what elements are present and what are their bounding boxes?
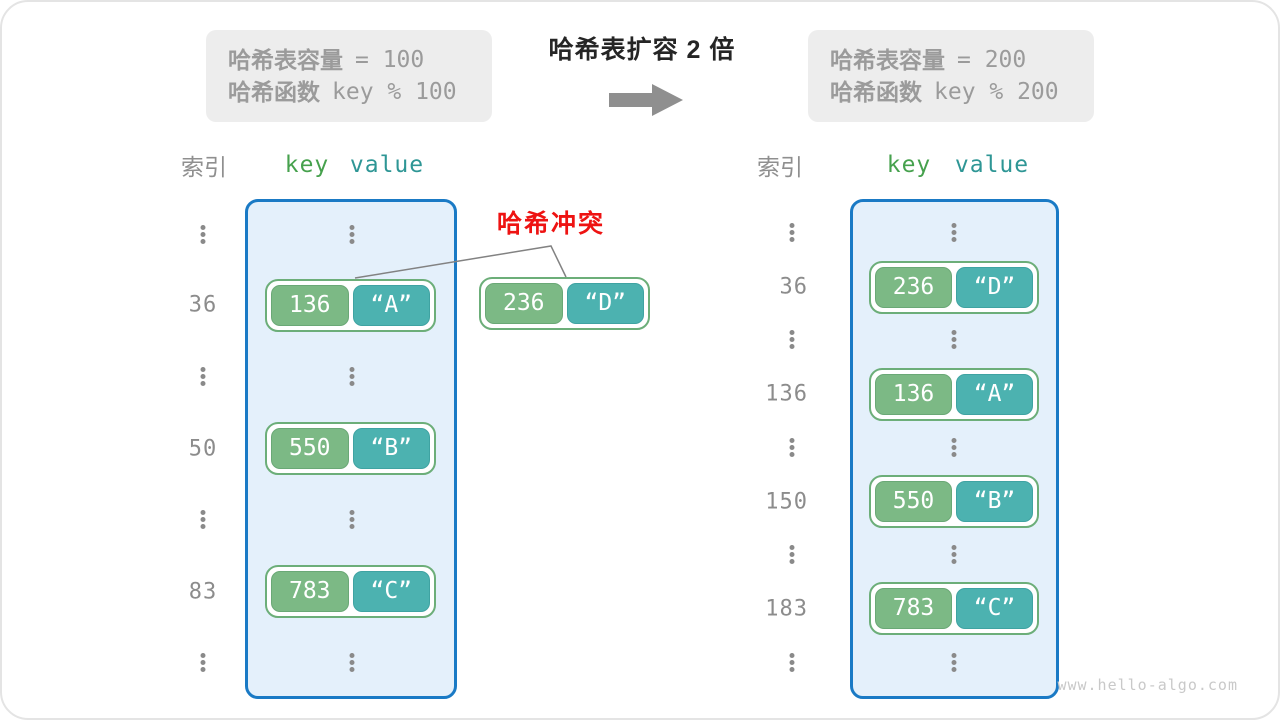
value-box: “B” bbox=[352, 428, 430, 469]
right-index-36: 36 bbox=[779, 274, 808, 300]
right-table-ellipsis bbox=[951, 545, 957, 550]
key-box: 136 bbox=[875, 374, 952, 415]
key-box: 136 bbox=[271, 285, 349, 326]
right-pair-236-D: 236 “D” bbox=[869, 261, 1039, 314]
value-box: “C” bbox=[352, 571, 430, 612]
right-index-ellipsis bbox=[789, 330, 795, 335]
left-header-index: 索引 bbox=[181, 154, 227, 180]
right-pair-136-A: 136 “A” bbox=[869, 368, 1039, 421]
right-table-ellipsis bbox=[951, 223, 957, 228]
right-header-value: value bbox=[954, 152, 1030, 178]
right-index-ellipsis bbox=[789, 223, 795, 228]
caption-left-function-value: key % 100 bbox=[332, 78, 457, 105]
left-header-value: value bbox=[349, 152, 425, 178]
caption-right-capacity-label: 哈希表容量 bbox=[830, 46, 945, 73]
caption-left-capacity-label: 哈希表容量 bbox=[228, 46, 343, 73]
left-header-key: key bbox=[284, 152, 330, 178]
left-table-ellipsis bbox=[349, 225, 355, 230]
right-index-ellipsis bbox=[789, 545, 795, 550]
key-box: 236 bbox=[485, 283, 563, 324]
caption-left-line1: 哈希表容量 = 100 bbox=[228, 46, 492, 73]
key-box: 550 bbox=[271, 428, 349, 469]
caption-left-capacity-value: = 100 bbox=[355, 46, 425, 73]
value-box: “B” bbox=[956, 481, 1033, 522]
left-table-ellipsis bbox=[349, 653, 355, 658]
right-table-ellipsis bbox=[951, 653, 957, 658]
value-box: “D” bbox=[566, 283, 644, 324]
left-pair-550-B: 550 “B” bbox=[265, 422, 436, 475]
left-index-ellipsis bbox=[200, 367, 206, 372]
caption-right-line1: 哈希表容量 = 200 bbox=[830, 46, 1094, 73]
left-index-83: 83 bbox=[188, 579, 218, 605]
caption-left-function-label: 哈希函数 bbox=[228, 78, 320, 105]
left-index-ellipsis bbox=[200, 225, 206, 230]
caption-box-right: 哈希表容量 = 200 哈希函数 key % 200 bbox=[808, 30, 1094, 122]
left-index-ellipsis bbox=[200, 653, 206, 658]
right-index-ellipsis bbox=[789, 653, 795, 658]
watermark: www.hello-algo.com bbox=[1057, 676, 1238, 694]
collision-label: 哈希冲突 bbox=[496, 210, 606, 238]
left-table-ellipsis bbox=[349, 510, 355, 515]
caption-right-function-label: 哈希函数 bbox=[830, 78, 922, 105]
left-pair-783-C: 783 “C” bbox=[265, 565, 436, 618]
right-table-ellipsis bbox=[951, 438, 957, 443]
collision-pair-236-D: 236 “D” bbox=[479, 277, 650, 330]
right-index-ellipsis bbox=[789, 438, 795, 443]
key-box: 236 bbox=[875, 267, 952, 308]
left-pair-136-A: 136 “A” bbox=[265, 279, 436, 332]
key-box: 783 bbox=[875, 588, 952, 629]
left-table-ellipsis bbox=[349, 367, 355, 372]
right-header-key: key bbox=[886, 152, 932, 178]
value-box: “A” bbox=[956, 374, 1033, 415]
key-box: 550 bbox=[875, 481, 952, 522]
right-index-183: 183 bbox=[765, 596, 808, 622]
right-index-150: 150 bbox=[765, 489, 808, 515]
right-index-136: 136 bbox=[765, 381, 808, 407]
value-box: “A” bbox=[352, 285, 430, 326]
right-pair-550-B: 550 “B” bbox=[869, 475, 1039, 528]
left-index-36: 36 bbox=[188, 292, 218, 318]
right-header-index: 索引 bbox=[757, 154, 803, 180]
caption-left-line2: 哈希函数 key % 100 bbox=[228, 78, 492, 105]
left-index-ellipsis bbox=[200, 510, 206, 515]
value-box: “D” bbox=[956, 267, 1033, 308]
right-pair-783-C: 783 “C” bbox=[869, 582, 1039, 635]
caption-right-capacity-value: = 200 bbox=[957, 46, 1027, 73]
caption-right-function-value: key % 200 bbox=[934, 78, 1059, 105]
caption-box-left: 哈希表容量 = 100 哈希函数 key % 100 bbox=[206, 30, 492, 122]
left-index-50: 50 bbox=[188, 436, 218, 462]
key-box: 783 bbox=[271, 571, 349, 612]
value-box: “C” bbox=[956, 588, 1033, 629]
caption-right-line2: 哈希函数 key % 200 bbox=[830, 78, 1094, 105]
resize-arrow-icon bbox=[609, 84, 683, 116]
resize-title: 哈希表扩容 2 倍 bbox=[548, 36, 736, 64]
right-table-ellipsis bbox=[951, 330, 957, 335]
